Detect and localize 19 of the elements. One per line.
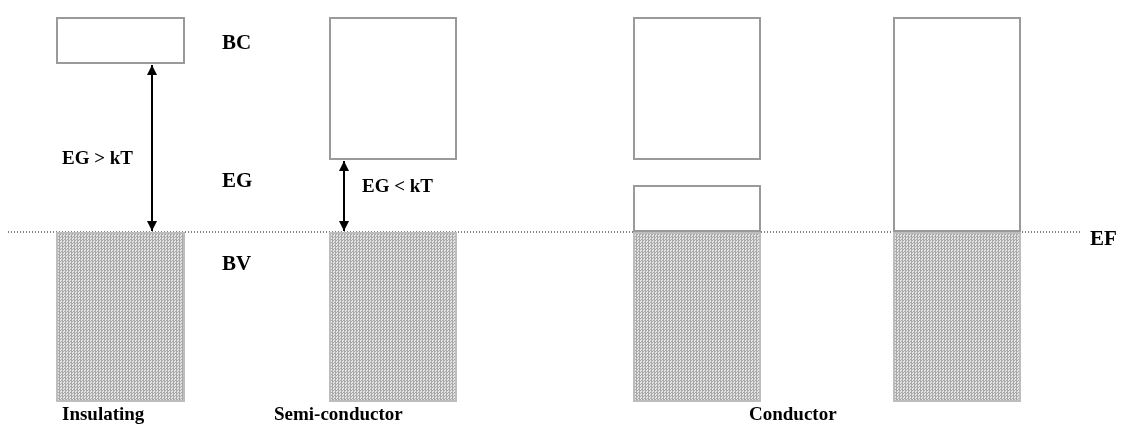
empty-band-box — [329, 17, 457, 160]
filled-band-box — [893, 232, 1021, 402]
edge-label: EG < kT — [362, 176, 434, 195]
caption: Insulating — [62, 404, 145, 423]
band-symbol: BV — [222, 253, 252, 274]
filled-band-box — [329, 232, 457, 402]
empty-band-box — [633, 185, 761, 232]
level-symbol: EF — [1090, 228, 1117, 249]
band-symbol: EG — [222, 170, 253, 191]
empty-band-box — [56, 17, 185, 64]
empty-band-box — [633, 17, 761, 160]
double-arrow — [339, 160, 349, 232]
filled-band-box — [56, 232, 185, 402]
double-arrow — [147, 64, 157, 232]
caption: Conductor — [749, 404, 837, 423]
caption: Semi-conductor — [274, 404, 403, 423]
filled-band-box — [633, 232, 761, 402]
band-symbol: BC — [222, 32, 252, 53]
edge-label: EG > kT — [62, 148, 134, 167]
